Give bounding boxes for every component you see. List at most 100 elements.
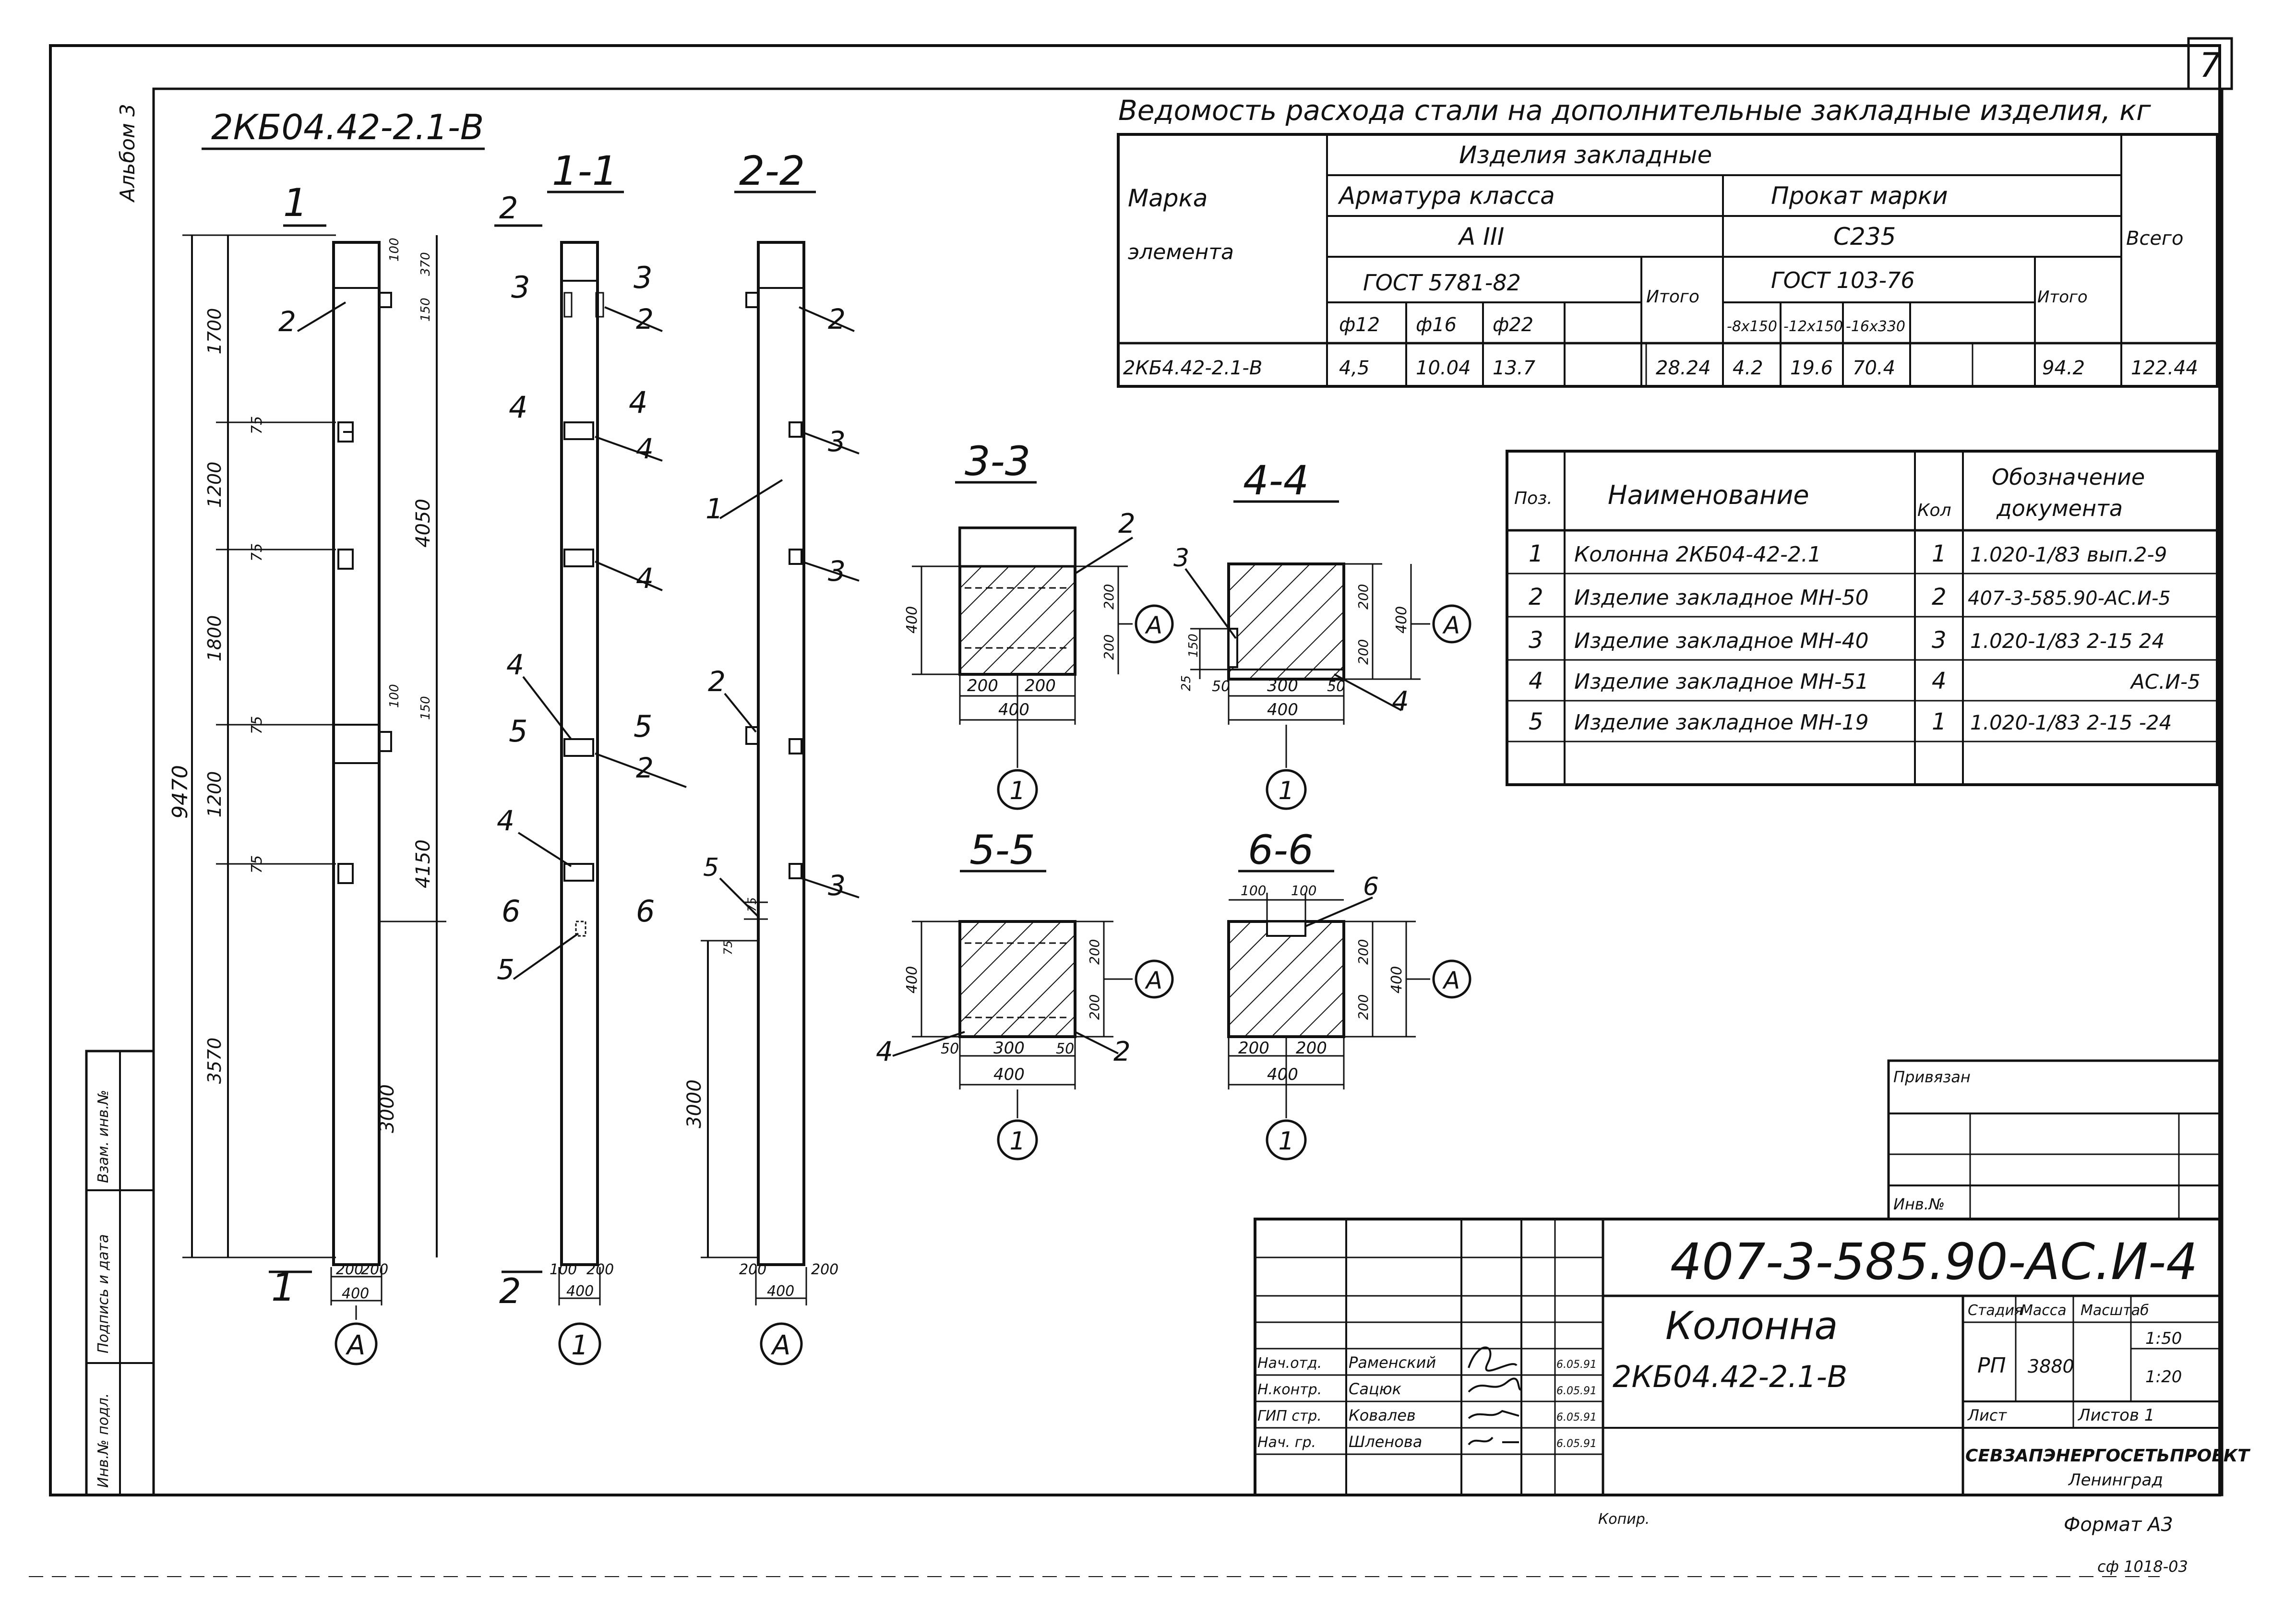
signature-1 (1468, 1377, 1522, 1393)
cross-section-4-4: 4-4 150 25 3 200 200 400 А 4 50 300 50 4… (1173, 457, 1471, 810)
title-1-1: 1-1 (552, 147, 618, 194)
dim-75b: 75 (249, 543, 265, 562)
dim-75a: 75 (249, 416, 265, 434)
s33-dim-400h: 400 (998, 700, 1029, 719)
cut-4-left: 4 (509, 390, 527, 425)
st-rebar-gost: ГОСТ 5781-82 (1363, 270, 1521, 296)
cut-mark-1-top: 1 (283, 180, 308, 225)
spec-pos: 3 (1529, 627, 1543, 654)
dim-1800: 1800 (204, 615, 225, 662)
spec-qty: 1 (1932, 708, 1947, 735)
dim-400: 400 (342, 1285, 369, 1302)
axis-1-s44: 1 (1278, 777, 1294, 805)
dim-3570: 3570 (204, 1038, 225, 1084)
spec-doc: 1.020-1/83 2-15 -24 (1970, 711, 2172, 734)
s66-dim-100a: 100 (1241, 883, 1266, 898)
dim-1200b: 1200 (204, 771, 225, 818)
s22-callout-3a: 3 (828, 425, 846, 458)
s11-callout-2b: 2 (636, 752, 654, 784)
st-rolled: Прокат марки (1771, 182, 1948, 210)
cut-3-right: 3 (634, 260, 652, 295)
sheets-label: Листов 1 (2077, 1406, 2154, 1425)
scale-b: 1:20 (2145, 1367, 2182, 1387)
strip-replace: Взам. инв.№ (95, 1090, 112, 1183)
dim-3000a: 3000 (376, 1084, 398, 1133)
cross-section-3-3: 3-3 400 200 200 А 2 200 200 400 1 (904, 438, 1174, 810)
stage: РП (1977, 1353, 2006, 1378)
st-d22: ф22 (1493, 314, 1533, 336)
title-3-3: 3-3 (965, 438, 1030, 485)
cut-3-left: 3 (511, 270, 530, 305)
spec-doc: 1.020-1/83 вып.2-9 (1970, 543, 2167, 566)
side-label: Альбом 3 (116, 104, 139, 203)
spec-doc: АС.И-5 (2129, 670, 2200, 694)
st-p3: -16х330 (1846, 318, 1905, 335)
spec-qty: 1 (1932, 540, 1947, 567)
s44-dim-150: 150 (1186, 634, 1201, 658)
s66-callout-6: 6 (1363, 873, 1379, 901)
st-row-sum1: 28.24 (1656, 357, 1711, 379)
dim-150a: 150 (419, 298, 433, 322)
spec-doc: 1.020-1/83 2-15 24 (1970, 629, 2164, 653)
spec-row: 2 Изделие закладное МН-50 2 407-3-585.90… (1529, 584, 2171, 610)
spec-doc: 407-3-585.90-АС.И-5 (1968, 587, 2171, 610)
cut-2-top: 2 (499, 191, 518, 226)
signer-role: ГИП стр. (1257, 1408, 1322, 1424)
dim-200-left: 200 (336, 1261, 363, 1278)
column-facade: 1 9470 1700 1200 1800 1200 3570 75 75 75… (168, 180, 446, 1365)
st-row-total: 122.44 (2131, 357, 2198, 379)
spec-h-qty: Кол (1917, 501, 1951, 520)
s44-dim-200a: 200 (1355, 584, 1371, 610)
title-name-b: 2КБ04.42-2.1-В (1613, 1359, 1847, 1394)
st-row-v16: 10.04 (1416, 357, 1471, 379)
spec-name: Изделие закладное МН-40 (1574, 629, 1869, 653)
title-2-2: 2-2 (739, 147, 805, 194)
dim-150b: 150 (419, 696, 433, 720)
spec-row: 4 Изделие закладное МН-51 4 АС.И-5 (1529, 668, 2200, 694)
dim-9470: 9470 (168, 765, 192, 819)
signer-row: Нач.отд. Раменский 6.05.91 (1257, 1346, 1597, 1372)
s22-callout-5: 5 (703, 853, 719, 882)
dim-4050: 4050 (412, 499, 434, 548)
spec-h-pos: Поз. (1514, 489, 1553, 508)
dim-1700: 1700 (204, 308, 225, 355)
dim-75c: 75 (249, 716, 265, 734)
s55-dim-300: 300 (993, 1039, 1025, 1058)
st-rebar-class: А III (1458, 223, 1504, 251)
dim-1200a: 1200 (204, 462, 225, 508)
s22-dim-400: 400 (767, 1283, 794, 1300)
axis-a-s66: А (1442, 967, 1460, 994)
sheet-label: Лист (1967, 1406, 2007, 1424)
st-row-r2: 19.6 (1790, 357, 1833, 379)
st-mark-b: элемента (1128, 240, 1234, 264)
axis-a-s44: А (1442, 611, 1460, 639)
s44-dim-50a: 50 (1212, 678, 1230, 695)
organization: СЕВЗАПЭНЕРГОСЕТЬПРОЕКТ (1965, 1446, 2250, 1466)
dim-4150: 4150 (412, 839, 434, 888)
signer-date: 6.05.91 (1556, 1385, 1597, 1397)
signer-row: Н.контр. Сацюк 6.05.91 (1257, 1377, 1597, 1398)
signer-row: ГИП стр. Ковалев 6.05.91 (1257, 1406, 1597, 1424)
steel-table: Ведомость расхода стали на дополнительны… (1117, 94, 2219, 388)
title-block: 407-3-585.90-АС.И-4 Колонна 2КБ04.42-2.1… (1254, 1218, 2250, 1496)
scale-a: 1:50 (2145, 1329, 2182, 1348)
cut-5-right: 5 (634, 709, 652, 744)
s66-dim-400v: 400 (1388, 966, 1405, 993)
s11-callout-4d: 4 (497, 804, 514, 837)
s11-callout-4a: 4 (636, 432, 654, 465)
s55-dim-50a: 50 (941, 1041, 959, 1057)
title-name-a: Колонна (1665, 1304, 1838, 1348)
format-note: Формат А3 (2064, 1514, 2173, 1536)
inner-frame (152, 87, 2224, 1496)
signer-name: Сацюк (1349, 1380, 1402, 1398)
axis-a-s33: А (1145, 611, 1162, 639)
cut-4-right: 4 (629, 385, 647, 420)
signer-role: Н.контр. (1257, 1381, 1322, 1398)
title-6-6: 6-6 (1248, 826, 1314, 873)
st-d12: ф12 (1339, 314, 1380, 336)
spec-row: 5 Изделие закладное МН-19 1 1.020-1/83 2… (1529, 708, 2172, 735)
cross-section-5-5: 5-5 400 200 200 А 4 2 50 300 50 400 1 (876, 826, 1174, 1160)
s33-dim-200a: 200 (1101, 584, 1117, 610)
s44-dim-200b: 200 (1355, 639, 1371, 665)
